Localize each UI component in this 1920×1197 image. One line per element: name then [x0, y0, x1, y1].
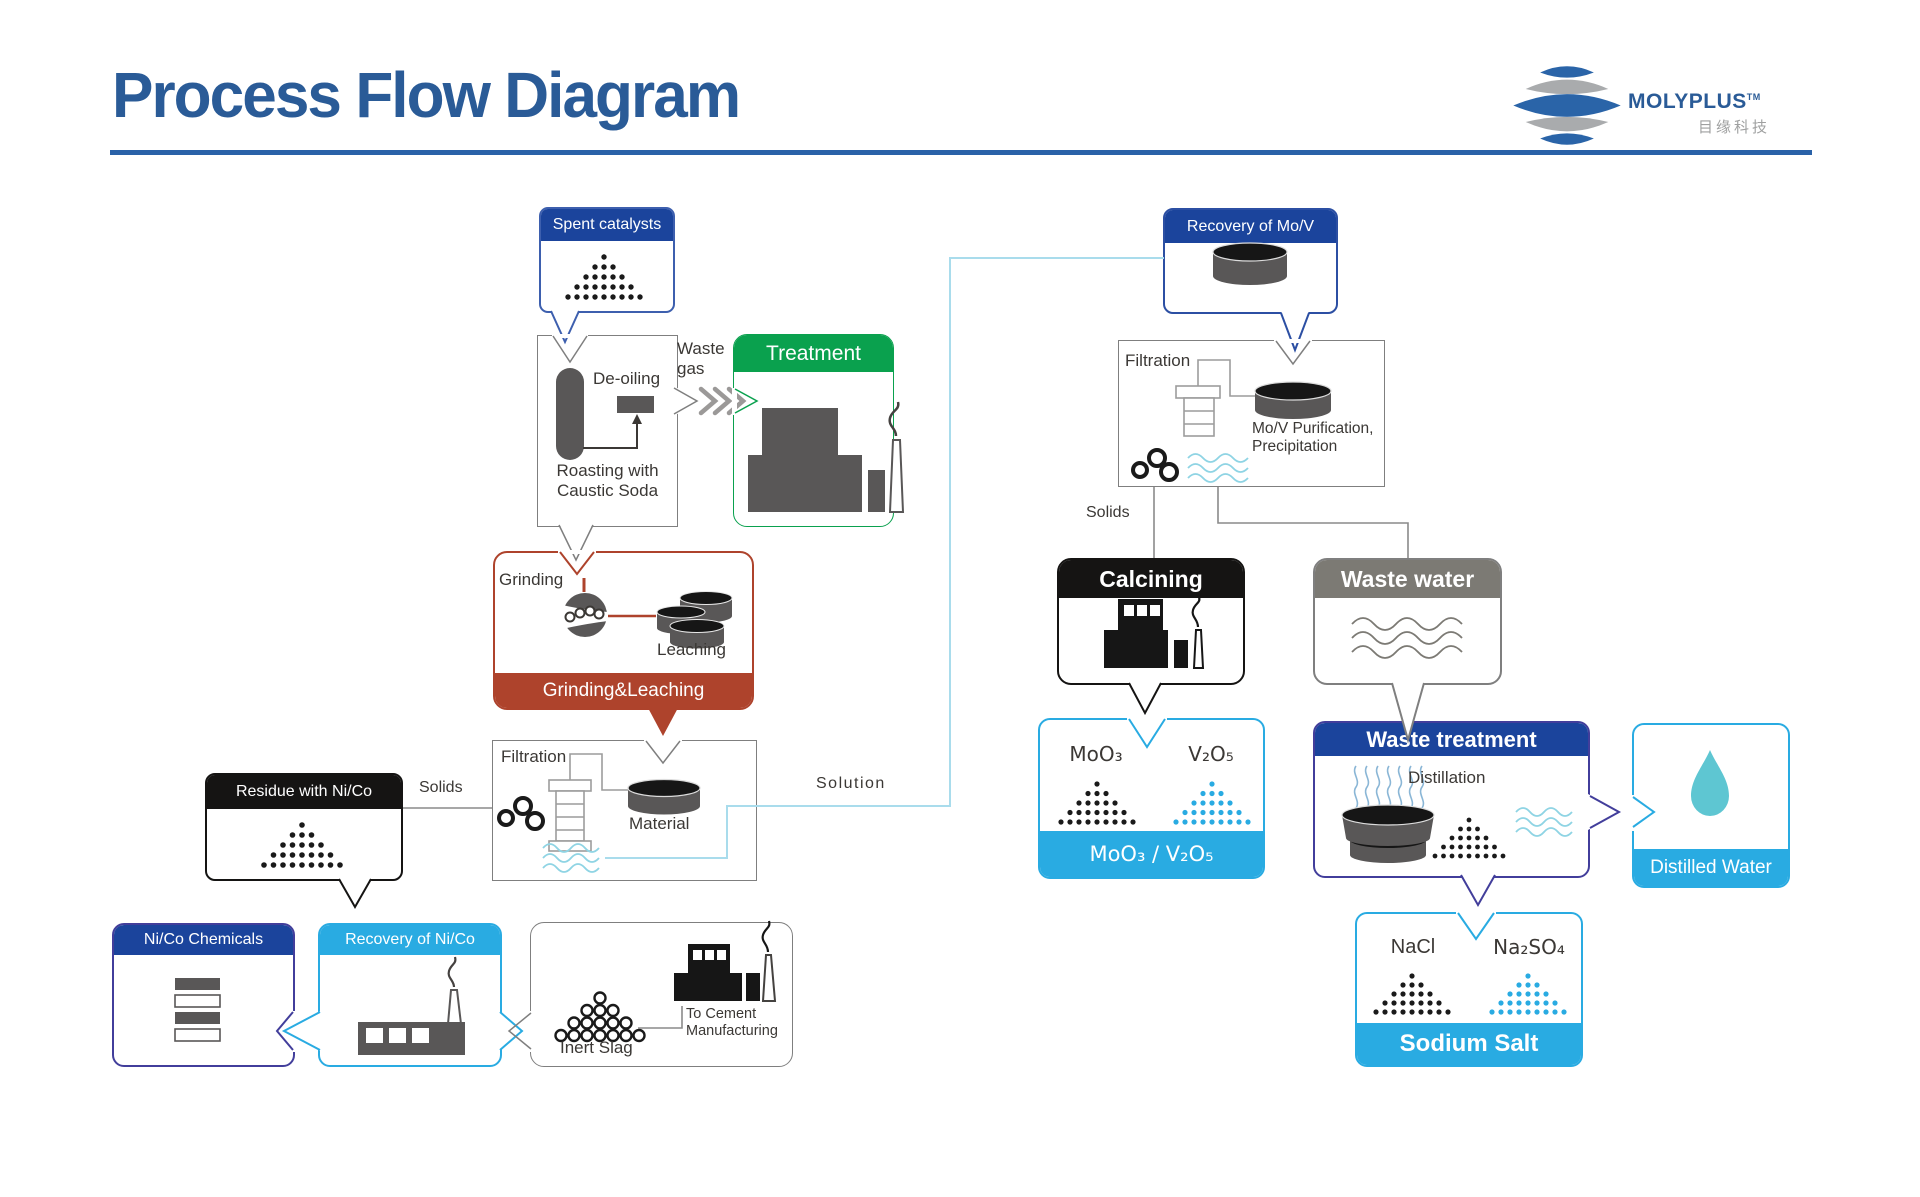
trademark: TM [1746, 92, 1761, 102]
nacl-label: NaCl [1390, 936, 1436, 958]
node-waste-treatment: Waste treatment [1313, 721, 1590, 878]
na2so4-label: Na₂SO₄ [1493, 935, 1565, 959]
node-header: Calcining [1059, 560, 1243, 598]
distillation-label: Distillation [1408, 768, 1486, 787]
purification-label: Mo/V Purification, Precipitation [1252, 420, 1373, 457]
node-waste-water: Waste water [1313, 558, 1502, 685]
title-underline [110, 150, 1812, 155]
roasting-caption: Roasting with Caustic Soda [539, 461, 676, 501]
node-residue-nico: Residue with Ni/Co [205, 773, 403, 881]
node-header: Treatment [734, 335, 893, 372]
grinding-label: Grinding [499, 570, 564, 589]
to-cement-line1: To Cement [686, 1006, 757, 1022]
to-cement-line2: Manufacturing [686, 1023, 778, 1040]
molyplus-logo: MOLYPLUSTM 目缘科技 [1512, 58, 1812, 153]
purification-line2: Precipitation [1252, 438, 1338, 456]
node-footer: MoO₃ / V₂O₅ [1040, 831, 1263, 877]
wastewater-line [1217, 487, 1409, 558]
solids-right-label: Solids [1086, 504, 1130, 521]
moo3-label: MoO₃ [1069, 742, 1123, 766]
brand-name: MOLYPLUSTM [1628, 90, 1761, 113]
purification-line1: Mo/V Purification, [1252, 420, 1374, 437]
node-header: Waste treatment [1315, 723, 1588, 756]
to-cement-label: To Cement Manufacturing [686, 1006, 778, 1040]
material-label: Material [629, 814, 690, 833]
node-treatment: Treatment [733, 334, 894, 527]
eye-logo-icon [1513, 66, 1621, 145]
node-sodium-salt: Sodium Salt [1355, 912, 1583, 1067]
node-header: Ni/Co Chemicals [114, 925, 293, 955]
inert-slag-label: Inert Slag [560, 1038, 633, 1057]
node-calcining: Calcining [1057, 558, 1245, 685]
node-nico-chemicals: Ni/Co Chemicals [112, 923, 295, 1067]
node-spent-catalysts: Spent catalysts [539, 207, 675, 313]
roasting-line2: Caustic Soda [556, 481, 659, 501]
node-footer: Distilled Water [1634, 849, 1788, 886]
node-header: Waste water [1315, 560, 1500, 598]
node-recovery-mov: Recovery of Mo/V [1163, 208, 1338, 314]
node-header: Recovery of Mo/V [1165, 210, 1336, 243]
waste-gas-line1: Waste [677, 339, 725, 358]
filtration-left-label: Filtration [501, 747, 567, 766]
node-distilled-water: Distilled Water [1632, 723, 1790, 888]
brand-subtext: 目缘科技 [1698, 119, 1771, 136]
node-footer: Sodium Salt [1357, 1023, 1581, 1065]
node-footer: Grinding&Leaching [495, 673, 752, 708]
node-recovery-nico: Recovery of Ni/Co [318, 923, 502, 1067]
node-header: Recovery of Ni/Co [320, 925, 500, 955]
leaching-label: Leaching [657, 640, 727, 659]
waste-gas-label: Waste gas [677, 339, 725, 379]
solids-left-label: Solids [419, 779, 463, 796]
roasting-line1: Roasting with [556, 461, 659, 480]
node-header: Spent catalysts [541, 209, 673, 241]
de-oiling-label: De-oiling [593, 369, 661, 388]
waste-gas-line2: gas [677, 359, 705, 379]
node-header: Residue with Ni/Co [207, 775, 401, 809]
solution-label: Solution [816, 775, 886, 792]
page-title: Process Flow Diagram [112, 59, 741, 131]
v2o5-label: V₂O₅ [1188, 742, 1234, 766]
filtration-right-label: Filtration [1125, 351, 1191, 370]
